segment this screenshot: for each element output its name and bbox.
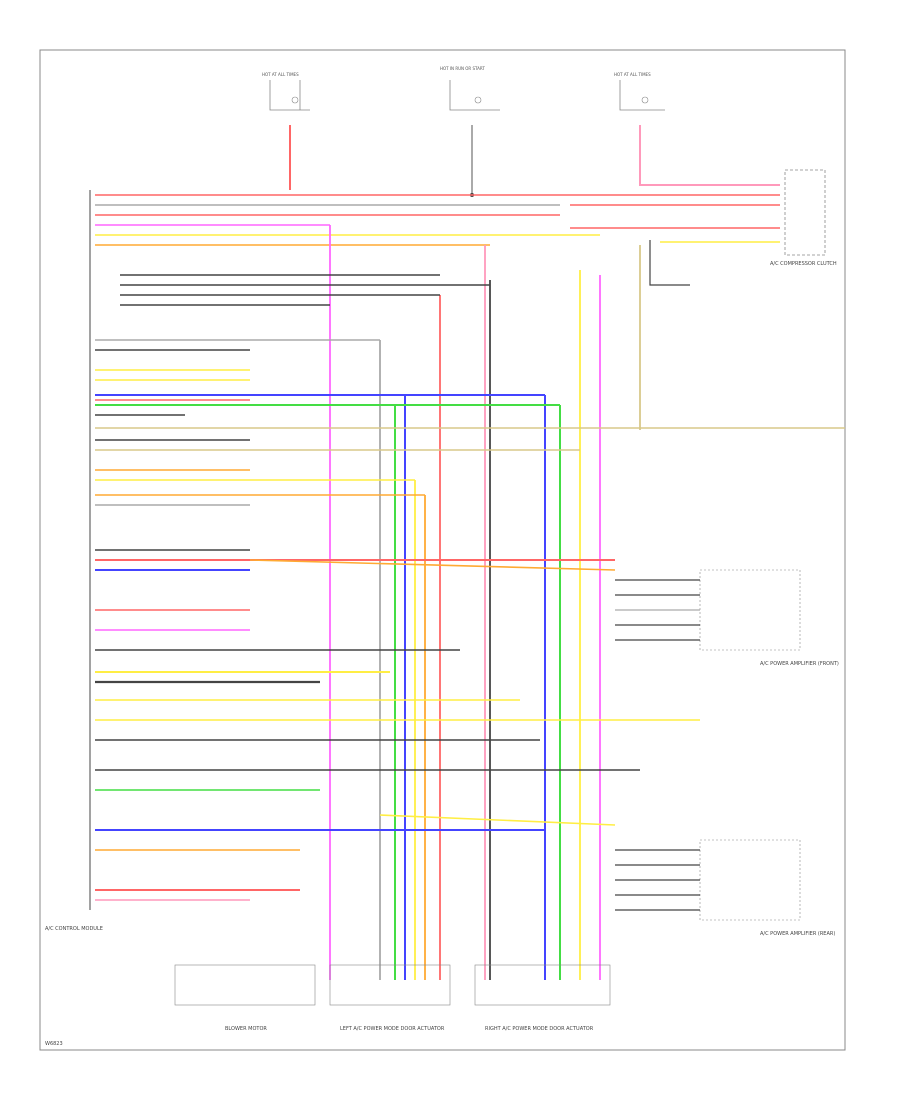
power-source-middle: HOT IN RUN OR START: [440, 66, 500, 197]
label-bottom-2: LEFT A/C POWER MODE DOOR ACTUATOR: [340, 1026, 445, 1032]
bottom-connectors: BLOWER MOTOR LEFT A/C POWER MODE DOOR AC…: [174, 964, 611, 1032]
amp-rear: A/C POWER AMPLIFIER (REAR): [615, 839, 835, 937]
label-amp-rear: A/C POWER AMPLIFIER (REAR): [760, 931, 835, 937]
wire-bundle-middle: [95, 274, 845, 506]
label-bottom-1: BLOWER MOTOR: [225, 1026, 267, 1032]
label-module-right: A/C COMPRESSOR CLUTCH: [770, 261, 837, 267]
footer-id: W6823: [45, 1041, 63, 1047]
power-source-right: HOT AT ALL TIMES: [614, 72, 780, 186]
label-bottom-3: RIGHT A/C POWER MODE DOOR ACTUATOR: [485, 1026, 594, 1032]
amp-front: A/C POWER AMPLIFIER (FRONT): [615, 569, 839, 667]
label-hot-left: HOT AT ALL TIMES: [262, 72, 299, 77]
vertical-wires: [329, 225, 641, 980]
label-module-left: A/C CONTROL MODULE: [45, 926, 103, 932]
wire-bundle-top: [95, 194, 780, 246]
a-c-compressor-clutch: A/C COMPRESSOR CLUTCH: [570, 169, 837, 286]
label-amp-front: A/C POWER AMPLIFIER (FRONT): [760, 661, 839, 667]
label-hot-middle: HOT IN RUN OR START: [440, 66, 485, 71]
a-c-control-module: A/C CONTROL MODULE: [45, 190, 103, 932]
wire-bundle-lower: [95, 549, 700, 901]
power-source-left: HOT AT ALL TIMES: [262, 72, 310, 190]
diagram-border: [39, 49, 846, 1051]
label-hot-right: HOT AT ALL TIMES: [614, 72, 651, 77]
